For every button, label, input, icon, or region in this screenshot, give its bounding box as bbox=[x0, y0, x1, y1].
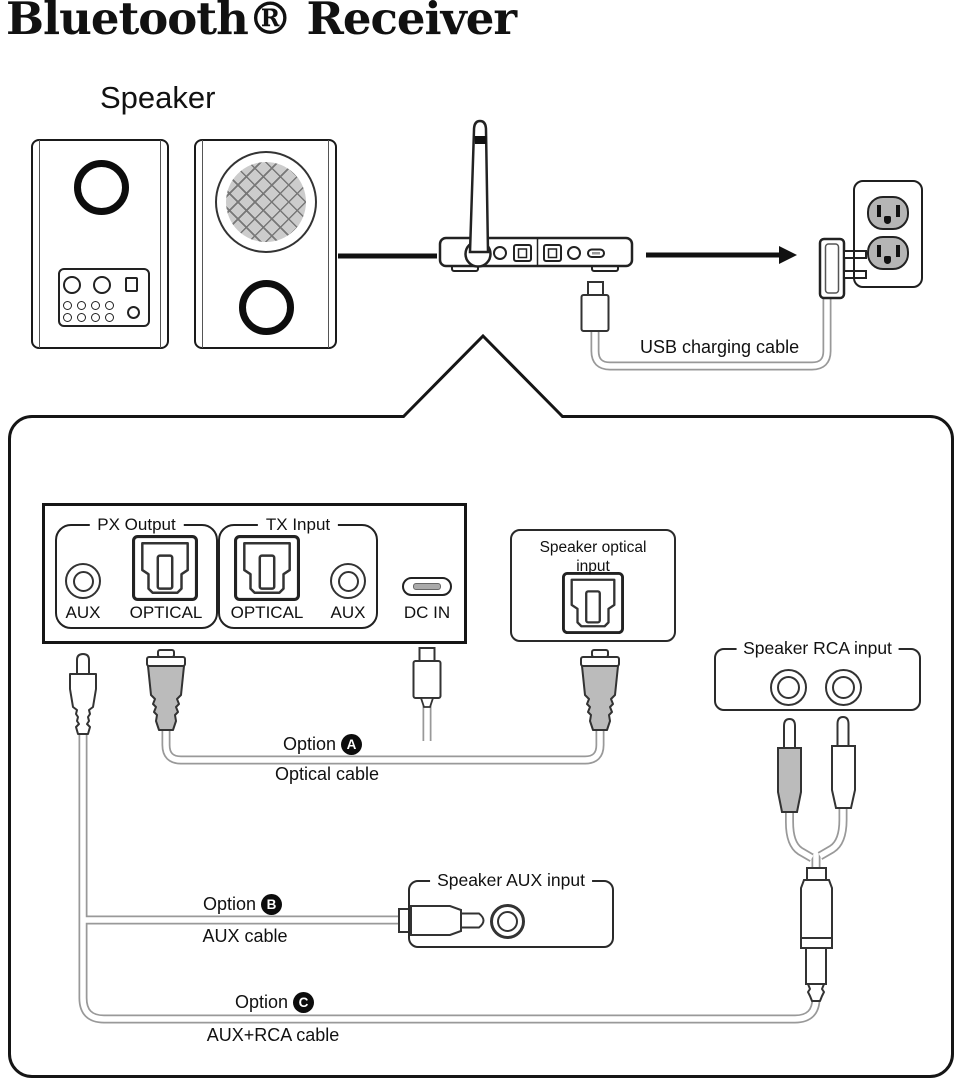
dc-in-label: DC IN bbox=[403, 603, 451, 622]
rca-jack-left bbox=[769, 668, 807, 706]
aux-plug-horizontal bbox=[398, 905, 485, 936]
knob bbox=[63, 276, 81, 294]
knob bbox=[127, 306, 140, 319]
speaker-rca-input-box: Speaker RCA input bbox=[714, 638, 921, 711]
tx-optical-label: OPTICAL bbox=[230, 603, 304, 622]
speaker-control-panel bbox=[58, 268, 150, 327]
zoom-pointer-notch bbox=[401, 333, 565, 420]
aux-plug-vertical bbox=[69, 653, 97, 735]
option-c-label: Option C bbox=[235, 992, 315, 1013]
option-a-label: Option A bbox=[283, 734, 363, 755]
speaker-front-frame bbox=[202, 140, 329, 348]
usb-cable-label: USB charging cable bbox=[640, 337, 800, 357]
speaker-woofer bbox=[215, 151, 317, 253]
px-aux-jack bbox=[65, 563, 101, 599]
receiver-optical-port bbox=[543, 244, 562, 262]
outlet-receptacle bbox=[867, 236, 909, 270]
plug-prong bbox=[843, 250, 867, 259]
cable-option-a-optical bbox=[161, 727, 605, 765]
wall-outlet bbox=[853, 180, 923, 288]
antenna-band bbox=[474, 136, 487, 144]
optical-plug-left bbox=[146, 649, 186, 731]
power-switch bbox=[125, 277, 138, 292]
option-b-cable-label: AUX cable bbox=[202, 926, 288, 946]
receiver-aux-port bbox=[567, 246, 581, 260]
option-b-badge: B bbox=[261, 894, 283, 915]
option-c-badge: C bbox=[293, 992, 315, 1013]
rca-adapter bbox=[800, 867, 833, 1002]
speaker-label: Speaker bbox=[100, 80, 216, 115]
cables bbox=[78, 296, 848, 1024]
speaker-aux-input-box: Speaker AUX input bbox=[408, 870, 614, 948]
power-plug bbox=[818, 237, 867, 300]
speaker-right bbox=[194, 139, 337, 349]
connection-arrows bbox=[338, 246, 797, 264]
optical-plug-right bbox=[580, 649, 620, 731]
speaker-optical-input-box: Speaker optical input bbox=[510, 529, 676, 642]
rca-plug-right bbox=[831, 715, 856, 809]
speaker-front-frame bbox=[39, 140, 161, 348]
rca-jack-right bbox=[824, 668, 862, 706]
option-a-text: Option bbox=[283, 734, 337, 754]
outlet-receptacle bbox=[867, 196, 909, 230]
speaker-aux-jack bbox=[489, 903, 525, 939]
dc-in-port bbox=[402, 577, 452, 596]
speaker-mesh bbox=[226, 162, 306, 242]
tx-aux-jack bbox=[330, 563, 366, 599]
speaker-rca-input-label: Speaker RCA input bbox=[736, 638, 899, 659]
rca-plug-left bbox=[777, 717, 802, 813]
speaker-driver bbox=[74, 160, 129, 215]
option-a-badge: A bbox=[341, 734, 363, 755]
option-a-cable-label: Optical cable bbox=[274, 764, 380, 784]
arrow-head-icon bbox=[779, 246, 797, 264]
speaker-left bbox=[31, 139, 169, 349]
tx-input-label: TX Input bbox=[257, 515, 339, 535]
option-c-text: Option bbox=[235, 992, 289, 1012]
antenna bbox=[468, 119, 490, 254]
px-output-group: PX Output bbox=[55, 515, 218, 629]
back-panel-detail bbox=[42, 503, 467, 644]
speaker-tweeter bbox=[239, 280, 294, 335]
speaker-optical-input-label-line2: input bbox=[576, 558, 610, 575]
px-aux-label: AUX bbox=[65, 603, 101, 622]
px-output-label: PX Output bbox=[89, 515, 184, 535]
knob bbox=[93, 276, 111, 294]
px-optical-label: OPTICAL bbox=[129, 603, 203, 622]
receiver-device bbox=[438, 119, 634, 272]
receiver-aux-port bbox=[493, 246, 507, 260]
option-c-cable-label: AUX+RCA cable bbox=[206, 1025, 340, 1045]
tx-aux-label: AUX bbox=[330, 603, 366, 622]
usb-connector-bottom bbox=[412, 647, 442, 708]
speaker-aux-input-label: Speaker AUX input bbox=[430, 870, 592, 891]
page-title: Bluetooth® Receiver bbox=[6, 0, 517, 45]
receiver-optical-port bbox=[513, 244, 532, 262]
option-b-text: Option bbox=[203, 894, 257, 914]
speaker-optical-input-label-line1: Speaker optical bbox=[539, 539, 647, 556]
option-b-label: Option B bbox=[203, 894, 283, 915]
tx-input-group: TX Input bbox=[218, 515, 378, 629]
usb-connector-top bbox=[580, 281, 610, 332]
